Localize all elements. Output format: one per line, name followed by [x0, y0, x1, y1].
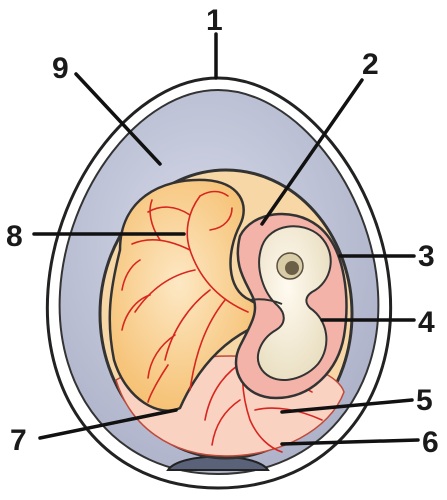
callout-7: 7: [10, 424, 27, 457]
callout-8: 8: [6, 220, 23, 253]
callout-4: 4: [418, 306, 435, 339]
callout-1: 1: [206, 4, 223, 37]
callout-5: 5: [416, 384, 433, 417]
callout-3: 3: [418, 240, 435, 273]
callout-9: 9: [52, 52, 69, 85]
callout-6: 6: [422, 426, 439, 459]
callout-2: 2: [362, 48, 379, 81]
embryo-eye-pupil: [285, 261, 299, 275]
